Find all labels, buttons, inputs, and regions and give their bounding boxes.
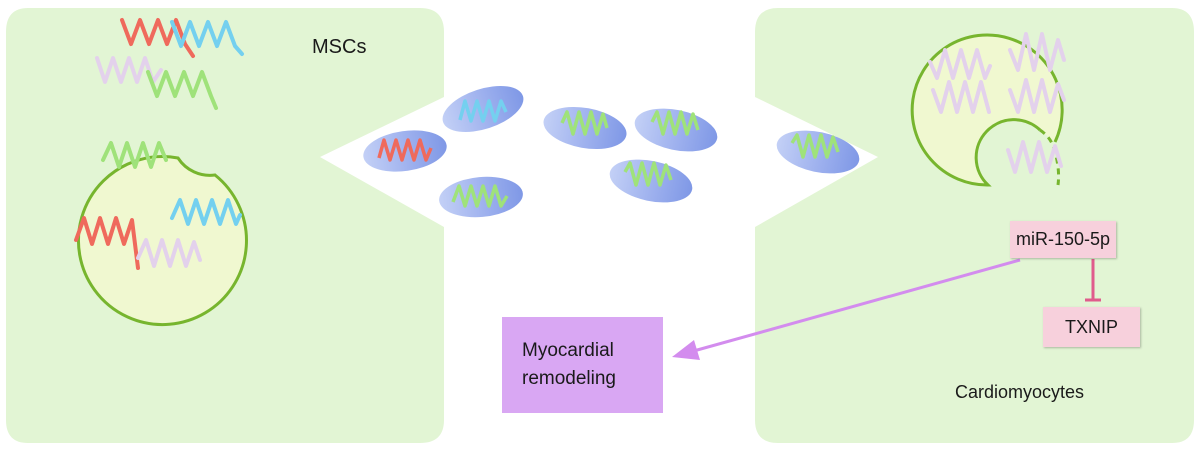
mirna-strand-lavender [928,48,992,80]
mirna-green [623,161,673,187]
outcome-line-1: Myocardial [522,340,614,361]
mirna-strand-lavender [1008,78,1066,114]
mirna-green [790,133,840,159]
exosome [439,176,523,218]
mirna-strand-blue [170,198,242,226]
mirna-strand-lavender [1006,140,1063,174]
exosome [609,159,693,203]
mirna-strand-red [74,216,140,270]
mirna-green [560,110,609,136]
exosome [543,106,627,150]
exosome [634,108,718,152]
free-mirna-cluster [95,18,244,110]
mirna-node: miR-150-5p [1010,221,1116,258]
myocardial-remodeling-node: Myocardial remodeling [502,317,663,413]
mirna-green [451,184,509,208]
txnip-node: TXNIP [1043,307,1140,347]
msc-cell-mirnas [74,141,242,270]
cardiomyocyte-mirnas [928,32,1066,174]
exosome [442,85,524,133]
mirna-strand-green [146,70,218,110]
mirna-strand-red [120,18,195,58]
mirna-strand-lavender [136,238,202,268]
exosome [363,130,447,172]
exosome [776,130,860,174]
mirna-strand-blue [170,20,244,56]
mirna-strand-green [101,141,168,169]
mirna-strand-lavender [1008,32,1066,72]
inhibition-edge [1085,259,1101,302]
cardiomyocyte-label: Cardiomyocytes [955,382,1085,402]
mirna-green [650,110,700,136]
mirna-strand-lavender [931,80,991,114]
msc-label: MSCs [312,36,367,58]
outcome-line-2: remodeling [522,368,616,389]
activation-arrow [672,258,1021,360]
mirna-red [377,138,433,162]
mirna-blue [458,99,508,123]
